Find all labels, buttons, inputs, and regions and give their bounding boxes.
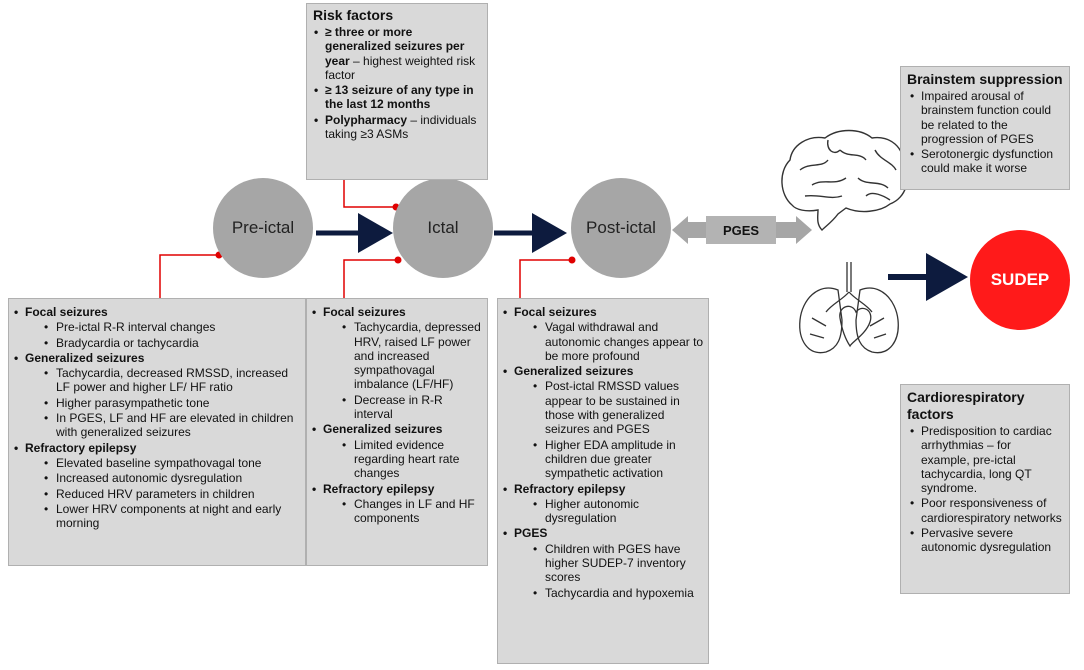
cardio-box: Cardiorespiratory factors Predisposition…: [900, 384, 1070, 594]
section-heading: Focal seizures: [502, 305, 704, 320]
list-item: Predisposition to cardiac arrhythmias – …: [907, 424, 1063, 495]
pges-label-bg: [706, 216, 776, 244]
list-item: Lower HRV components at night and early …: [13, 502, 301, 531]
risk-factor-item: ≥ 13 seizure of any type in the last 12 …: [313, 83, 481, 112]
risk-factors-title: Risk factors: [313, 7, 394, 23]
sudep-circle: SUDEP: [970, 230, 1070, 330]
brain-icon: [781, 129, 908, 231]
list-item: In PGES, LF and HF are elevated in child…: [13, 411, 301, 440]
section-heading: Refractory epilepsy: [311, 482, 483, 497]
list-item: Higher parasympathetic tone: [13, 396, 301, 411]
risk-factor-bold: ≥ 13 seizure of any type in the last 12 …: [325, 83, 474, 112]
risk-factor-bold: Polypharmacy: [325, 112, 408, 127]
section-heading: Focal seizures: [311, 305, 483, 320]
preictal-box: Focal seizures Pre-ictal R-R interval ch…: [8, 298, 306, 566]
section-heading: Generalized seizures: [502, 364, 704, 379]
list-item: Serotonergic dysfunction could make it w…: [907, 147, 1063, 176]
section-heading: Refractory epilepsy: [13, 441, 301, 456]
brainstem-box: Brainstem suppression Impaired arousal o…: [900, 66, 1070, 190]
postictal-box: Focal seizures Vagal withdrawal and auto…: [497, 298, 709, 664]
list-item: Vagal withdrawal and autonomic changes a…: [502, 320, 704, 363]
list-item: Tachycardia and hypoxemia: [502, 586, 704, 601]
list-item: Pervasive severe autonomic dysregulation: [907, 526, 1063, 555]
connector-dot: [394, 256, 402, 264]
pges-label: PGES: [722, 222, 760, 238]
list-item: Reduced HRV parameters in children: [13, 487, 301, 502]
brainstem-title: Brainstem suppression: [907, 71, 1063, 87]
ictal-box: Focal seizures Tachycardia, depressed HR…: [306, 298, 488, 566]
cardio-title: Cardiorespiratory factors: [907, 389, 1025, 422]
list-item: Decrease in R-R interval: [311, 393, 483, 422]
list-item: Impaired arousal of brainstem function c…: [907, 89, 1063, 146]
section-heading: Refractory epilepsy: [502, 482, 704, 497]
list-item: Poor responsiveness of cardiorespiratory…: [907, 496, 1063, 525]
list-item: Post-ictal RMSSD values appear to be sus…: [502, 379, 704, 436]
section-heading: Focal seizures: [13, 305, 301, 320]
stage-ictal-label: Ictal: [427, 218, 459, 237]
stage-postictal: Post-ictal: [571, 178, 671, 278]
list-item: Increased autonomic dysregulation: [13, 471, 301, 486]
list-item: Tachycardia, depressed HRV, raised LF po…: [311, 320, 483, 391]
sudep-label: SUDEP: [990, 270, 1050, 289]
section-heading: Generalized seizures: [13, 351, 301, 366]
section-heading: PGES: [502, 526, 704, 541]
risk-factor-item: ≥ three or more generalized seizures per…: [313, 25, 481, 82]
red-connectors: [159, 180, 572, 300]
lungs-heart-icon: [799, 262, 899, 354]
list-item: Higher EDA amplitude in children due gre…: [502, 438, 704, 481]
section-heading: Generalized seizures: [311, 422, 483, 437]
risk-factor-rest: – individuals taking ≥3 ASMs: [325, 112, 477, 142]
stage-ictal: Ictal: [393, 178, 493, 278]
list-item: Children with PGES have higher SUDEP-7 i…: [502, 542, 704, 585]
risk-factor-item: Polypharmacy – individuals taking ≥3 ASM…: [313, 113, 481, 142]
connector-dot: [568, 256, 576, 264]
list-item: Higher autonomic dysregulation: [502, 497, 704, 526]
stage-preictal: Pre-ictal: [213, 178, 313, 278]
list-item: Tachycardia, decreased RMSSD, increased …: [13, 366, 301, 395]
stage-preictal-label: Pre-ictal: [231, 218, 295, 237]
list-item: Elevated baseline sympathovagal tone: [13, 456, 301, 471]
risk-factor-rest: – highest weighted risk factor: [325, 53, 476, 82]
list-item: Limited evidence regarding heart rate ch…: [311, 438, 483, 481]
risk-factor-bold: ≥ three or more generalized seizures per…: [325, 25, 465, 68]
list-item: Changes in LF and HF components: [311, 497, 483, 526]
list-item: Bradycardia or tachycardia: [13, 336, 301, 351]
stage-postictal-label: Post-ictal: [586, 218, 656, 237]
risk-factors-box: Risk factors ≥ three or more generalized…: [306, 3, 488, 180]
list-item: Pre-ictal R-R interval changes: [13, 320, 301, 335]
